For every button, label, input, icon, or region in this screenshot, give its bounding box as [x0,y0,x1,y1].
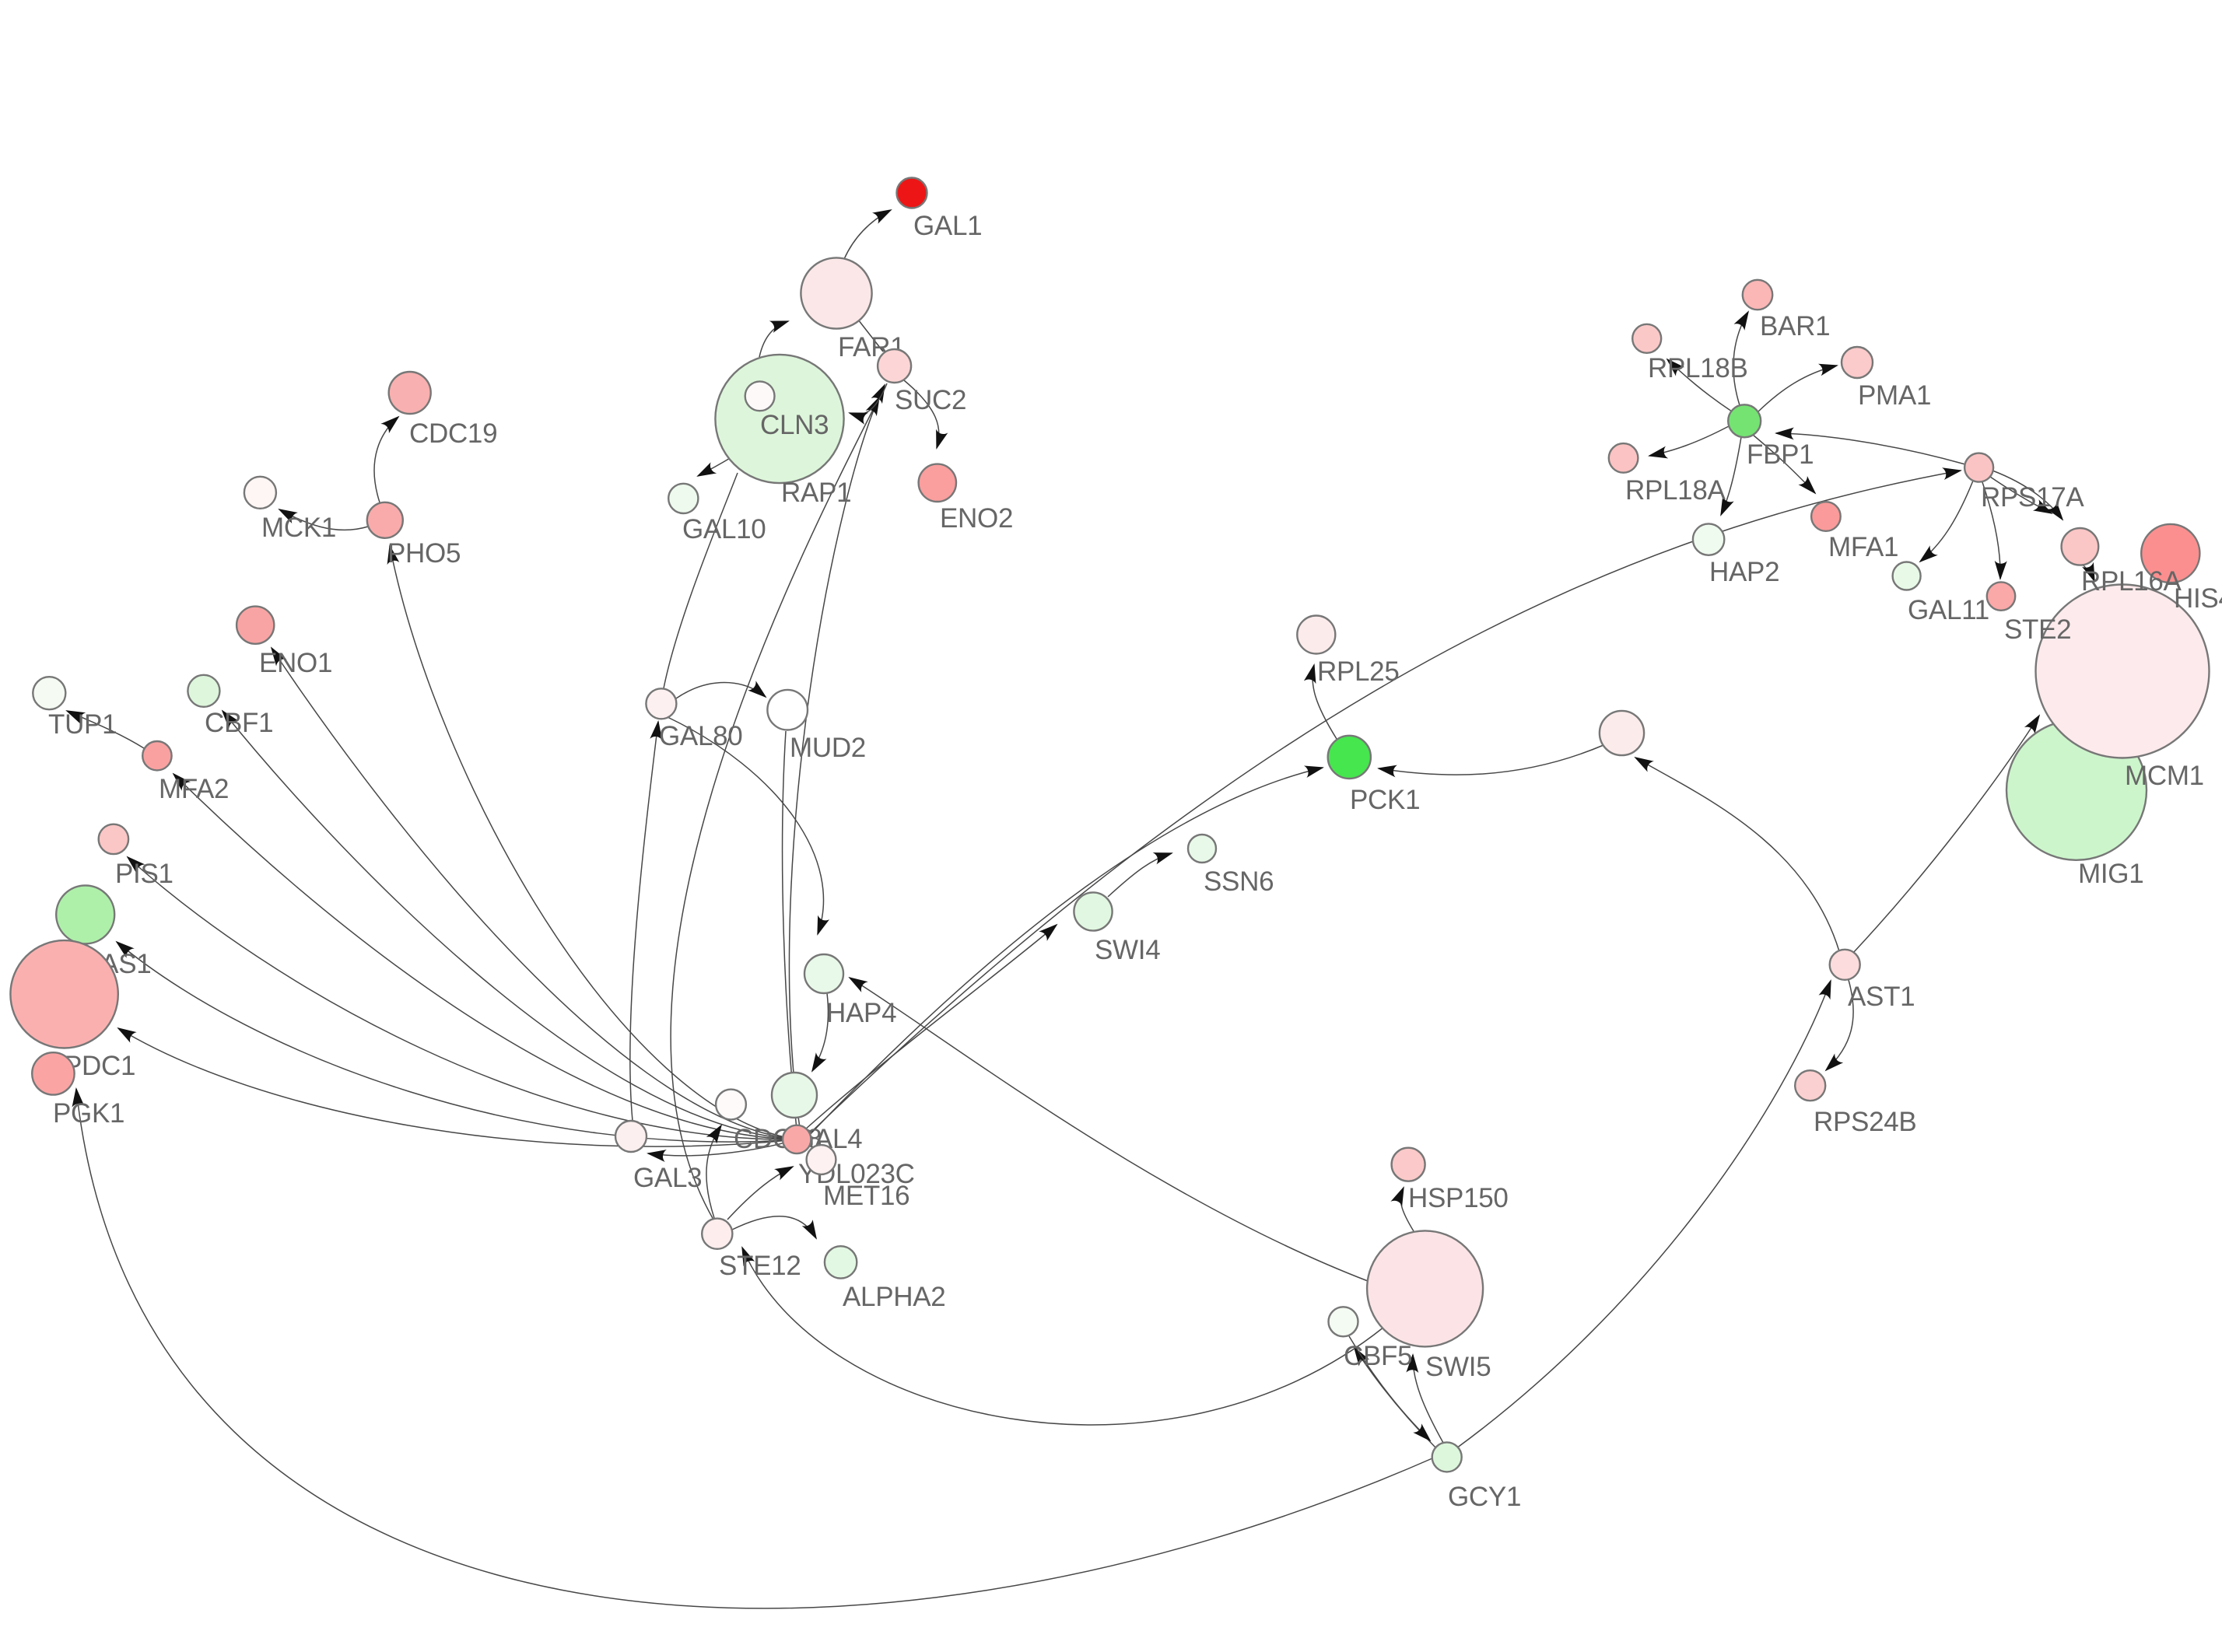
svg-text:RPS24B: RPS24B [1814,1107,1916,1137]
svg-text:CDC19: CDC19 [409,418,497,449]
svg-text:AST1: AST1 [1848,982,1915,1012]
svg-text:GAL80: GAL80 [659,721,742,751]
svg-text:MUD2: MUD2 [790,733,866,763]
svg-text:CBF5: CBF5 [1344,1341,1412,1371]
svg-text:PMA1: PMA1 [1858,380,1931,411]
svg-text:PDC1: PDC1 [64,1051,135,1081]
svg-text:MFA1: MFA1 [1828,532,1898,562]
svg-text:HAP4: HAP4 [826,998,896,1028]
svg-text:RPL25: RPL25 [1317,656,1400,687]
svg-text:GAL10: GAL10 [682,514,766,544]
svg-text:PIS1: PIS1 [115,859,173,889]
svg-text:GAL3: GAL3 [633,1163,702,1193]
svg-text:RPL18A: RPL18A [1625,475,1726,506]
svg-text:ALPHA2: ALPHA2 [843,1282,945,1312]
svg-text:MIG1: MIG1 [2078,859,2143,889]
svg-text:FBP1: FBP1 [1747,439,1814,470]
svg-text:RPL16A: RPL16A [2081,566,2182,597]
svg-text:BAR1: BAR1 [1760,311,1830,341]
svg-text:MFA2: MFA2 [159,774,229,804]
svg-text:HAP2: HAP2 [1709,557,1779,587]
svg-text:SWI5: SWI5 [1425,1352,1491,1382]
svg-text:STE2: STE2 [2004,614,2071,645]
svg-text:PCK1: PCK1 [1350,785,1420,815]
svg-text:STE12: STE12 [719,1251,801,1281]
svg-text:MCM1: MCM1 [2125,761,2204,791]
svg-text:TUP1: TUP1 [48,709,117,740]
svg-text:RAP1: RAP1 [781,478,851,508]
svg-text:RPL18B: RPL18B [1648,353,1748,383]
svg-text:RPS17A: RPS17A [1981,482,2084,513]
svg-text:CBF1: CBF1 [205,708,273,738]
svg-text:CLN3: CLN3 [760,410,829,440]
svg-text:SUC2: SUC2 [895,385,966,415]
svg-text:GAL11: GAL11 [1908,595,1989,625]
svg-text:GAL1: GAL1 [913,211,982,241]
svg-text:ENO2: ENO2 [940,503,1013,534]
svg-text:ENO1: ENO1 [259,648,332,678]
svg-text:SSN6: SSN6 [1204,866,1274,897]
svg-text:PGK1: PGK1 [53,1098,124,1129]
svg-text:MCK1: MCK1 [261,513,336,543]
svg-text:GCY1: GCY1 [1448,1482,1521,1512]
svg-text:MET16: MET16 [823,1181,909,1211]
svg-text:PHO5: PHO5 [387,538,461,569]
svg-text:HSP150: HSP150 [1408,1183,1509,1213]
svg-text:HIS4: HIS4 [2174,583,2222,614]
svg-text:SWI4: SWI4 [1095,935,1160,965]
